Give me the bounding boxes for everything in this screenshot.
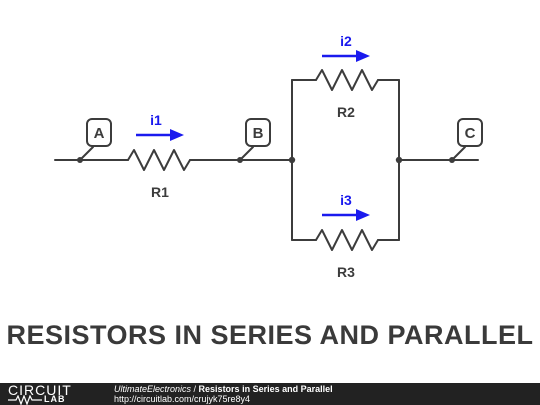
footer-url[interactable]: http://circuitlab.com/crujyk75re8y4 xyxy=(114,394,251,404)
current-label-i3: i3 xyxy=(340,192,352,208)
current-arrow-i2-head xyxy=(356,50,370,62)
node-label-c: C xyxy=(465,125,476,142)
node-flag-box-a xyxy=(86,118,112,147)
circuitlab-logo[interactable]: CIRCUIT LAB xyxy=(8,382,103,405)
junction-dot-right xyxy=(395,156,403,164)
logo-text-bottom: LAB xyxy=(44,394,66,404)
node-flag-leader-a xyxy=(79,146,94,161)
footer-author[interactable]: UltimateElectronics xyxy=(114,384,192,394)
resistor-label-r3: R3 xyxy=(337,264,355,280)
diagram-title: RESISTORS IN SERIES AND PARALLEL xyxy=(6,320,534,350)
node-flag-box-c xyxy=(457,118,483,147)
current-arrow-i1-head xyxy=(170,129,184,141)
node-label-b: B xyxy=(253,125,264,142)
current-label-i1: i1 xyxy=(150,112,162,128)
footer-caption: UltimateElectronics / Resistors in Serie… xyxy=(114,384,333,404)
footer-separator: / xyxy=(191,384,199,394)
footer-circuit-title[interactable]: Resistors in Series and Parallel xyxy=(198,384,333,394)
resistor-label-r2: R2 xyxy=(337,104,355,120)
resistor-r2 xyxy=(315,69,379,91)
node-flag-box-b xyxy=(245,118,271,147)
footer-title-line: UltimateElectronics / Resistors in Serie… xyxy=(114,384,333,394)
logo-resistor-icon xyxy=(8,395,42,405)
node-flag-leader-b xyxy=(239,146,254,161)
footer-bar: CIRCUIT LAB UltimateElectronics / Resist… xyxy=(0,382,540,405)
node-label-a: A xyxy=(94,125,105,142)
junction-dot-left xyxy=(288,156,296,164)
resistor-label-r1: R1 xyxy=(151,184,169,200)
current-label-i2: i2 xyxy=(340,33,352,49)
circuit-diagram: A B C R1 R2 R3 i1 i2 i3 xyxy=(54,33,483,280)
node-flag-leader-c xyxy=(451,146,466,161)
logo-text-top: CIRCUIT xyxy=(8,382,72,398)
current-arrow-i3-head xyxy=(356,209,370,221)
resistor-r1 xyxy=(127,149,191,171)
resistor-r3 xyxy=(315,229,379,251)
